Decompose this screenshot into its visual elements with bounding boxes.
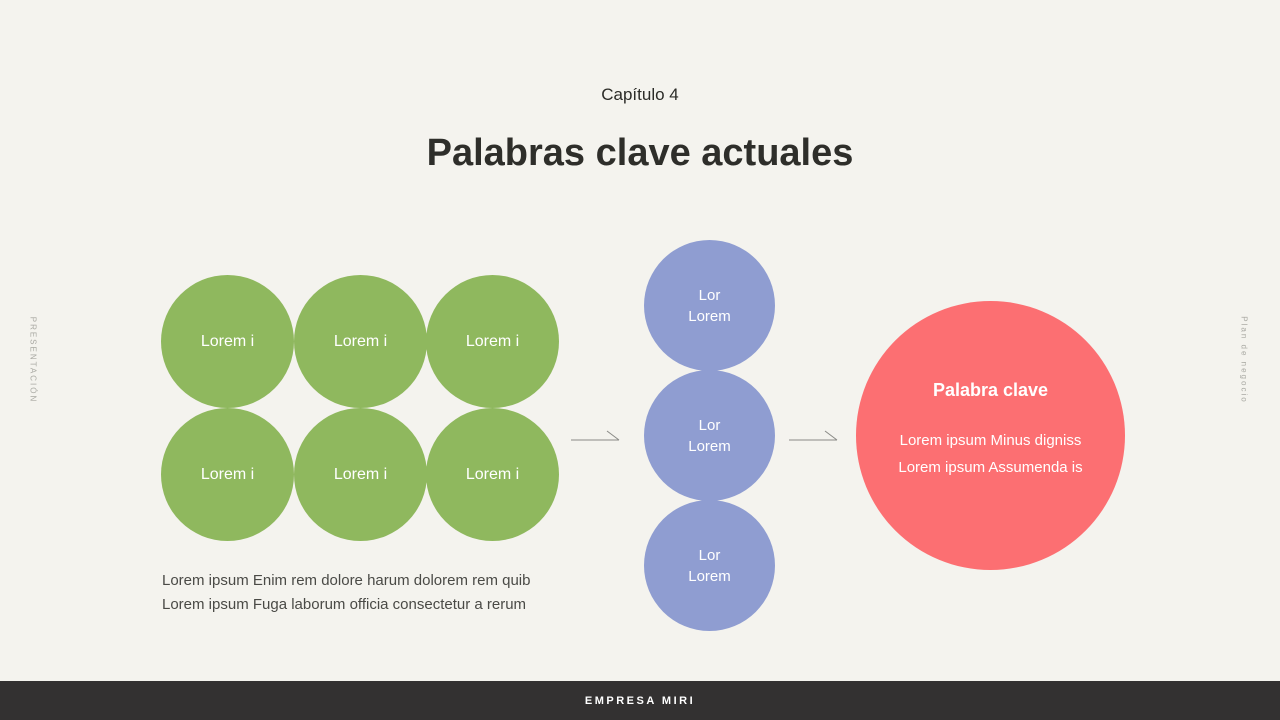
chapter-label: Capítulo 4 (601, 85, 679, 104)
circle-label-line1: Lor (698, 416, 721, 434)
circle-label: Lorem i (200, 332, 255, 350)
circle-label: Lorem i (200, 465, 255, 483)
keyword-circle: Palabra clave Lorem ipsum Minus digniss … (856, 301, 1125, 570)
circle-label-line2: Lorem (688, 567, 731, 585)
circle-label: Lorem i (333, 332, 388, 350)
circle-label-line2: Lorem (688, 307, 731, 325)
green-group-description: Lorem ipsum Enim rem dolore harum dolore… (162, 569, 530, 617)
page-title: Palabras clave actuales (426, 132, 854, 174)
arrow-right-icon (789, 430, 838, 441)
circle-label-line1: Lor (698, 286, 721, 304)
circle-label: Lorem i (465, 465, 520, 483)
keyword-title: Palabra clave (932, 380, 1049, 400)
blue-circle: Lor Lorem (644, 370, 775, 501)
blue-circle: Lor Lorem (644, 500, 775, 631)
description-line: Lorem ipsum Enim rem dolore harum dolore… (162, 572, 531, 589)
green-circle: Lorem i (426, 408, 559, 541)
side-label-left: PRESENTACIÓN (28, 316, 38, 404)
company-name: EMPRESA MIRI (584, 694, 696, 707)
green-circle: Lorem i (294, 408, 427, 541)
description-line: Lorem ipsum Fuga laborum officia consect… (162, 596, 527, 613)
keyword-line: Lorem ipsum Assumenda is (898, 459, 1083, 476)
keyword-line: Lorem ipsum Minus digniss (899, 432, 1082, 449)
blue-circle: Lor Lorem (644, 240, 775, 371)
side-label-right: Plan de negocio (1239, 316, 1249, 404)
arrow-right-icon (571, 430, 620, 441)
green-circle: Lorem i (426, 275, 559, 408)
green-circle: Lorem i (294, 275, 427, 408)
footer-bar: EMPRESA MIRI (0, 681, 1280, 720)
circle-label: Lorem i (333, 465, 388, 483)
circle-label-line1: Lor (698, 546, 721, 564)
green-circle: Lorem i (161, 408, 294, 541)
green-circle: Lorem i (161, 275, 294, 408)
circle-label: Lorem i (465, 332, 520, 350)
circle-label-line2: Lorem (688, 437, 731, 455)
